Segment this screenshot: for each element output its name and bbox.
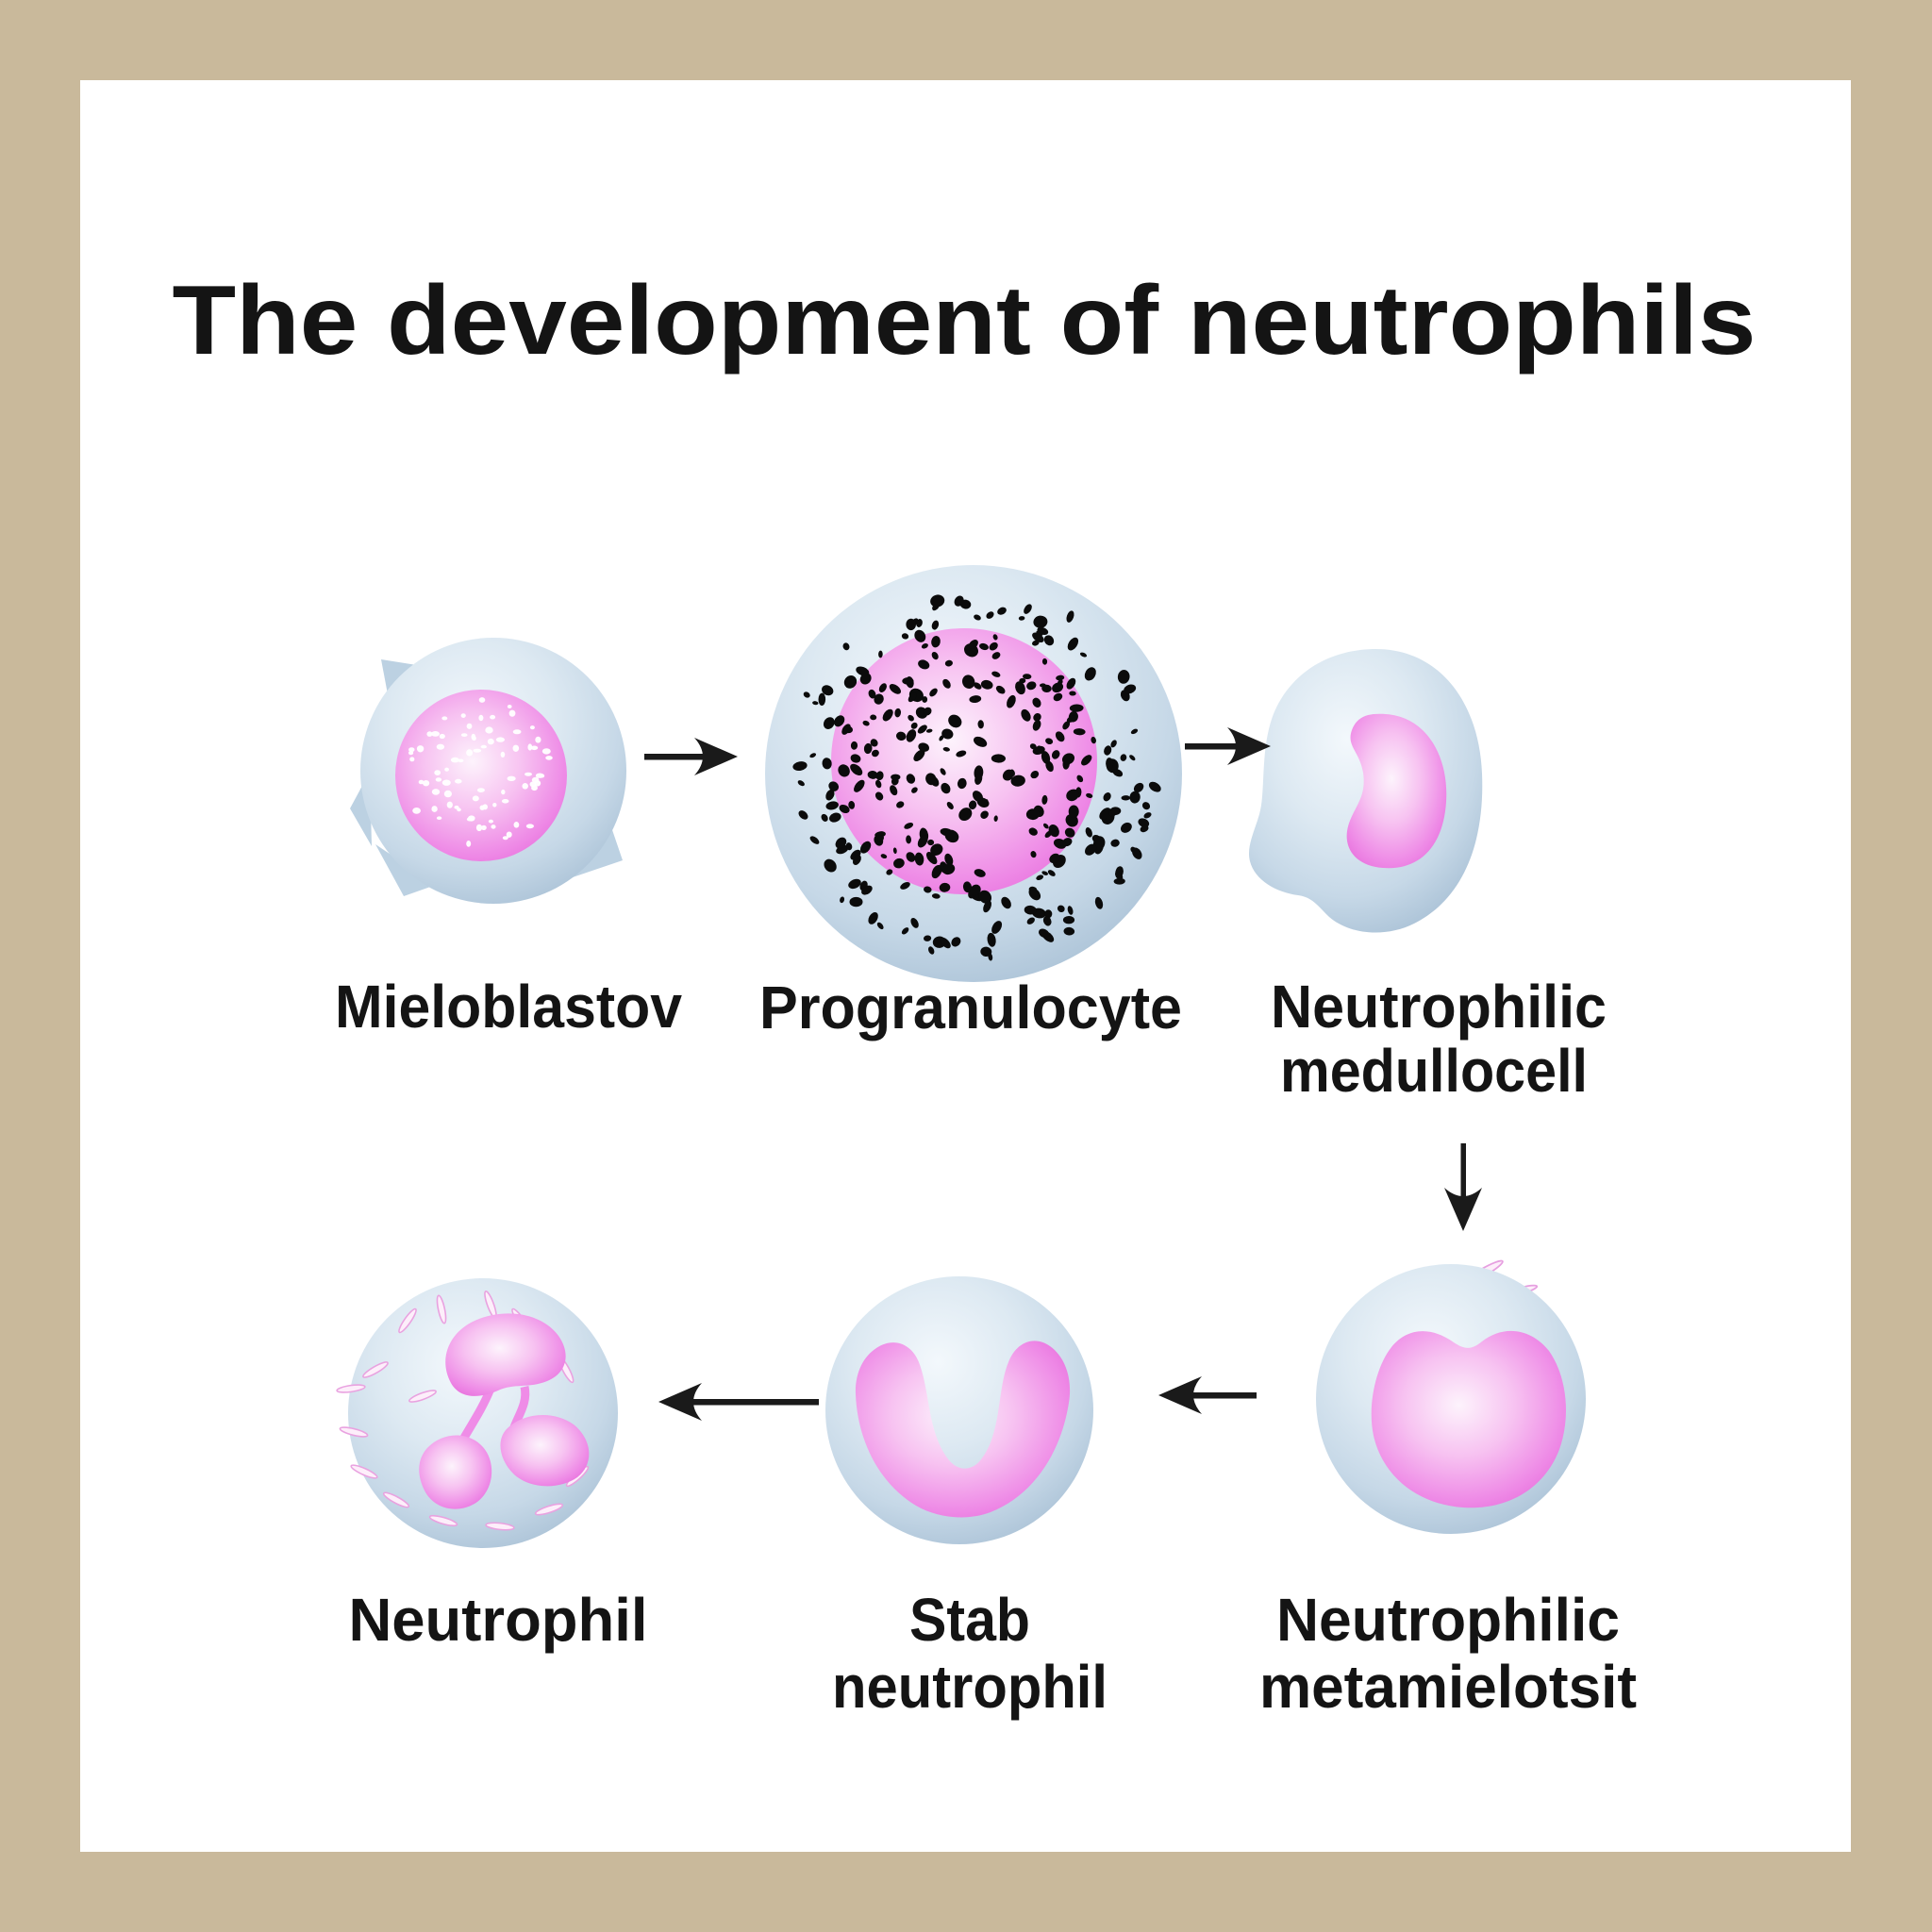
arrow-head — [1227, 727, 1271, 765]
cell-mieloblastov — [350, 638, 626, 904]
arrow-shaft — [1460, 1143, 1466, 1202]
arrow-shaft — [644, 754, 712, 760]
nucleus-speckles — [408, 697, 553, 847]
arrow-head — [694, 738, 738, 775]
nucleus-lobe — [419, 1435, 492, 1509]
cell-nucleus — [855, 1341, 1071, 1518]
arrow-shaft — [1187, 1392, 1257, 1399]
granule-dots — [792, 594, 1161, 961]
arrow-down-icon — [1444, 1143, 1482, 1231]
cell-neutrophilic-metamielotsit — [1316, 1259, 1586, 1534]
label-neutrophilic-metamielotsit-line1: Neutrophilic — [1276, 1586, 1620, 1654]
flow-arrows — [644, 727, 1482, 1421]
arrow-shaft — [687, 1399, 819, 1406]
nucleus-lobe — [500, 1414, 590, 1487]
label-stab-neutrophil-line1: Stab — [909, 1586, 1030, 1654]
arrow-head — [658, 1383, 702, 1421]
page-title: The development of neutrophils — [173, 266, 1757, 375]
label-neutrophil: Neutrophil — [349, 1586, 648, 1654]
cell-nucleus — [1371, 1330, 1567, 1508]
arrow-head — [1444, 1188, 1482, 1231]
label-neutrophilic-medullocell-line1: Neutrophilic — [1271, 973, 1607, 1041]
arrow-left-icon — [658, 1383, 819, 1421]
label-progranulocyte: Progranulocyte — [759, 974, 1182, 1041]
nucleus-lobe — [445, 1313, 566, 1396]
cell-neutrophilic-medullocell — [1249, 648, 1483, 933]
label-stab-neutrophil-line2: neutrophil — [832, 1653, 1108, 1721]
cell-progranulocyte — [765, 565, 1182, 982]
cell-neutrophil — [336, 1278, 618, 1548]
label-neutrophilic-medullocell-line2: medullocell — [1280, 1037, 1588, 1105]
arrow-shaft — [1185, 743, 1245, 750]
cell-stab-neutrophil — [825, 1276, 1093, 1544]
arrow-right-icon — [644, 738, 738, 775]
arrow-left-icon — [1158, 1376, 1257, 1414]
cell-nucleus — [831, 628, 1097, 894]
arrow-head — [1158, 1376, 1202, 1414]
label-mieloblastov: Mieloblastov — [335, 973, 682, 1041]
arrow-right-icon — [1185, 727, 1271, 765]
cell-nucleus — [1346, 713, 1447, 869]
label-neutrophilic-metamielotsit-line2: metamielotsit — [1259, 1653, 1637, 1721]
